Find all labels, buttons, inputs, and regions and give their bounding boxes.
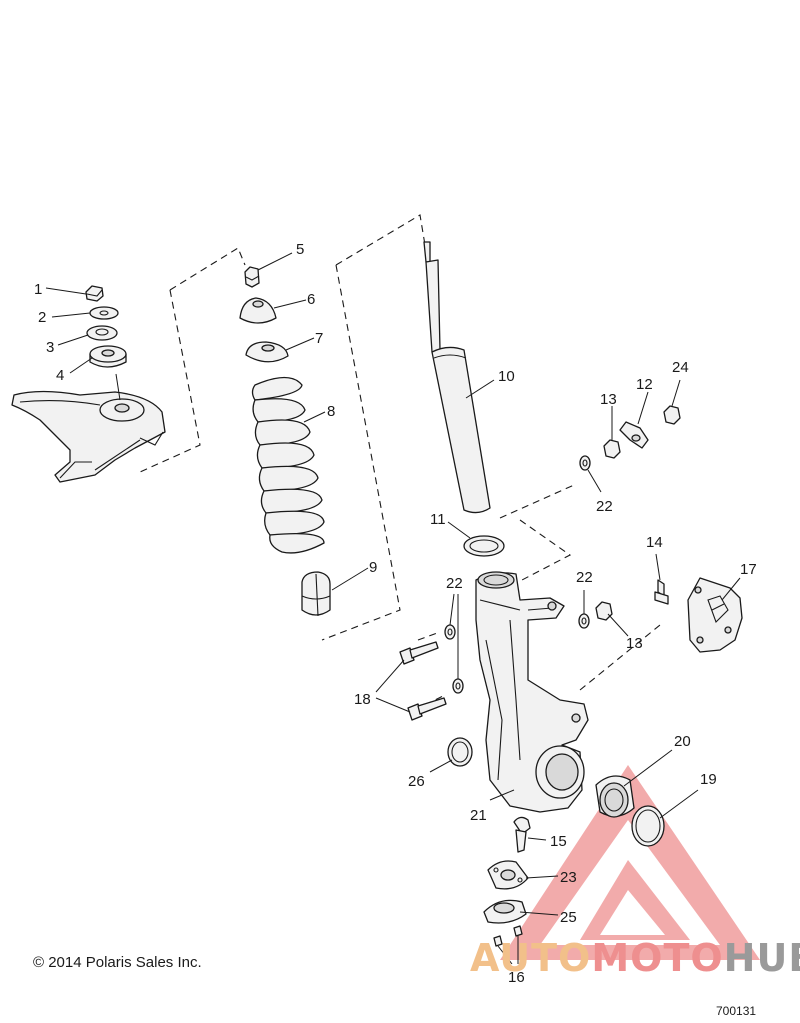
watermark-moto: MOTO [591, 936, 724, 980]
callout-26: 26 [408, 773, 425, 790]
part-22-washer-left-bottom [452, 678, 464, 694]
callout-23: 23 [560, 869, 577, 886]
callout-12: 12 [636, 376, 653, 393]
callout-22-right: 22 [576, 569, 593, 586]
part-4-bushing [89, 345, 127, 368]
callout-5: 5 [296, 241, 304, 258]
callout-9: 9 [369, 559, 377, 576]
part-25-boot [483, 899, 527, 924]
part-26-o-ring [447, 737, 473, 767]
part-22-washer-upper [579, 455, 591, 471]
part-1-nut [85, 285, 104, 302]
diagram-number: 700131 [716, 1004, 757, 1018]
part-14-bolt [654, 579, 669, 605]
part-13-nut-lower [595, 601, 613, 621]
part-18-bolt-lower [407, 697, 447, 721]
watermark-triangle-logo [500, 765, 760, 960]
part-21-steering-knuckle [475, 571, 589, 813]
part-22-washer-right [578, 613, 590, 629]
copyright-text: © 2014 Polaris Sales Inc. [33, 954, 202, 971]
callout-19: 19 [700, 771, 717, 788]
part-19-snap-ring [631, 805, 665, 847]
callout-22-upper: 22 [596, 498, 613, 515]
part-18-bolt-upper [399, 641, 439, 665]
callout-13-lower: 13 [626, 635, 643, 652]
part-10-shock-absorber [423, 241, 491, 514]
part-22-washer-left-top [444, 624, 456, 640]
callout-4: 4 [56, 367, 64, 384]
callout-16: 16 [508, 969, 525, 986]
watermark-hub: HUB [723, 936, 800, 980]
leader-lines [45, 252, 741, 965]
callout-17: 17 [740, 561, 757, 578]
part-11-o-ring [463, 535, 505, 557]
callout-3: 3 [46, 339, 54, 356]
part-5-lock-nut [244, 266, 260, 288]
callout-1: 1 [34, 281, 42, 298]
callout-8: 8 [327, 403, 335, 420]
watermark-auto: AUTO [470, 936, 592, 980]
part-3-washer [86, 325, 118, 341]
part-2-washer [89, 306, 119, 320]
callout-13-upper: 13 [600, 391, 617, 408]
part-15-ball-joint [513, 816, 531, 853]
callout-14: 14 [646, 534, 663, 551]
part-13-nut-upper [603, 439, 621, 459]
callout-11: 11 [430, 511, 446, 528]
callout-7: 7 [315, 330, 323, 347]
part-16-screws [493, 925, 523, 947]
part-7-spring-seat [245, 341, 289, 363]
callout-2: 2 [38, 309, 46, 326]
callout-25: 25 [560, 909, 577, 926]
callout-15: 15 [550, 833, 567, 850]
part-24-nut [663, 405, 681, 425]
part-23-plate [487, 860, 529, 890]
callout-21: 21 [470, 807, 487, 824]
part-9-jounce-bumper [301, 571, 331, 617]
frame-mount-bracket [11, 390, 166, 483]
callout-10: 10 [498, 368, 515, 385]
callout-22-left: 22 [446, 575, 463, 592]
part-12-clip-bracket [619, 421, 649, 449]
callout-18: 18 [354, 691, 371, 708]
callout-24: 24 [672, 359, 689, 376]
part-8-coil-spring [251, 376, 325, 554]
callout-20: 20 [674, 733, 691, 750]
part-17-bracket [687, 577, 743, 653]
part-6-upper-retainer [239, 297, 277, 324]
callout-labels: 1 2 3 4 5 6 7 8 9 10 11 12 13 13 14 15 1… [34, 241, 757, 986]
callout-6: 6 [307, 291, 315, 308]
watermark-text: AUTOMOTOHUB [470, 936, 800, 980]
